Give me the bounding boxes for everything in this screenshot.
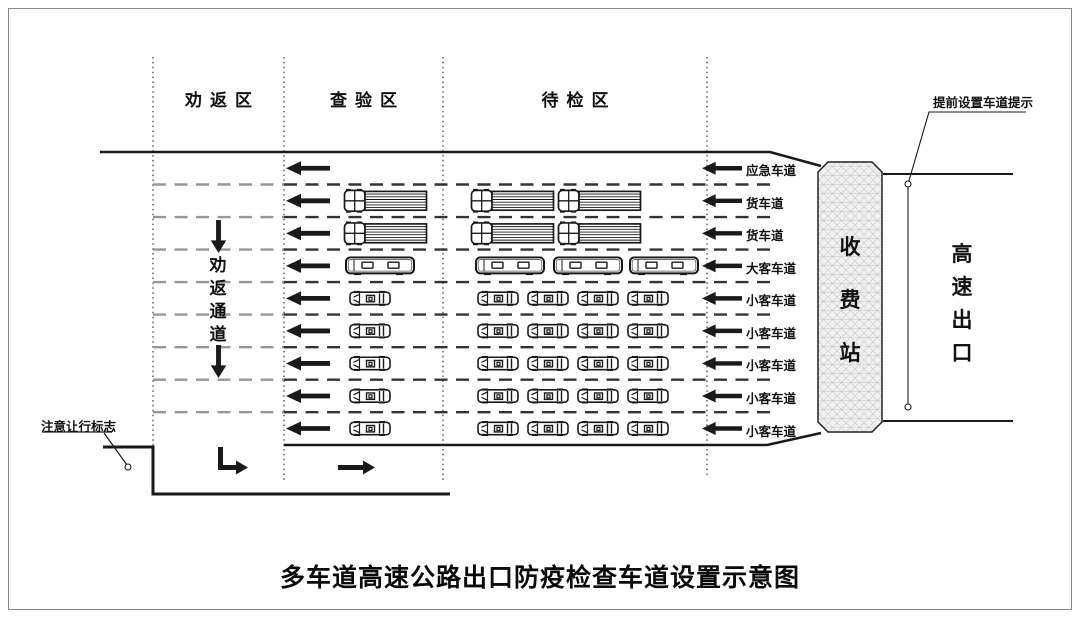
return-channel-label: 劝返通道 [209,256,227,344]
lane-label-7: 小客车道 [746,359,797,374]
yield-sign-indicator [42,431,132,471]
highway-exit-label: 高速出口 [951,243,973,365]
lane-label-2: 货车道 [746,196,784,211]
toll-station-box [817,161,883,433]
lane-label-3: 货车道 [746,229,784,244]
road-bottom-edge [284,431,822,447]
return-channel-right-arrow [338,460,375,475]
return-channel-turn-arrow [218,447,248,475]
advance-sign-label: 提前设置车道提示 [933,96,1034,110]
road-top-edge [100,150,822,168]
zone-label-return: 劝返区 [185,91,260,110]
lane-label-9: 小客车道 [746,424,797,439]
lane-divider-lines [153,183,776,414]
lane-label-4: 大客车道 [746,261,797,276]
diagram-title: 多车道高速公路出口防疫检查车道设置示意图 [279,564,800,592]
lane-label-8: 小客车道 [746,392,797,406]
lane-label-1: 应急车道 [746,164,797,179]
lane-label-5: 小客车道 [746,294,797,309]
yield-sign-label: 注意让行标志 [41,420,117,434]
return-channel-edge [103,445,450,496]
lane-label-6: 小客车道 [746,326,797,341]
zone-label-waiting: 待检区 [541,91,617,110]
outer-border [8,8,1072,610]
zone-label-inspection: 查验区 [330,91,405,110]
advance-sign-indicator [904,111,1026,411]
toll-station-label: 收费站 [839,236,861,365]
